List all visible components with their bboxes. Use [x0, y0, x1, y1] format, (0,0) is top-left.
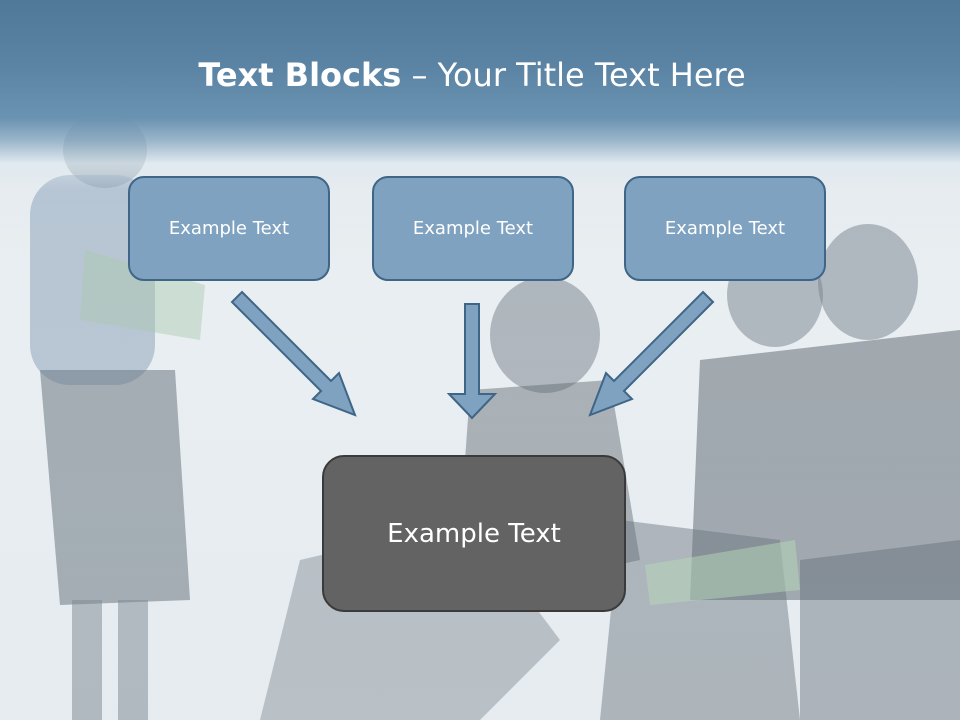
text-block-2-label: Example Text [412, 218, 534, 239]
arrow-left-icon [230, 290, 357, 417]
text-block-1-label: Example Text [168, 218, 290, 239]
text-block-2[interactable]: Example Text [372, 176, 574, 281]
main-text-block[interactable]: Example Text [322, 455, 626, 612]
arrow-center-icon [446, 303, 498, 420]
slide-title: Text Blocks – Your Title Text Here [0, 54, 944, 96]
slide-title-rest: – Your Title Text Here [401, 56, 746, 94]
arrow-right-icon [588, 290, 715, 417]
main-text-block-label: Example Text [387, 518, 561, 549]
text-block-3-label: Example Text [664, 218, 786, 239]
title-banner [0, 0, 960, 190]
slide-title-bold: Text Blocks [198, 56, 402, 94]
text-block-1[interactable]: Example Text [128, 176, 330, 281]
text-block-3[interactable]: Example Text [624, 176, 826, 281]
